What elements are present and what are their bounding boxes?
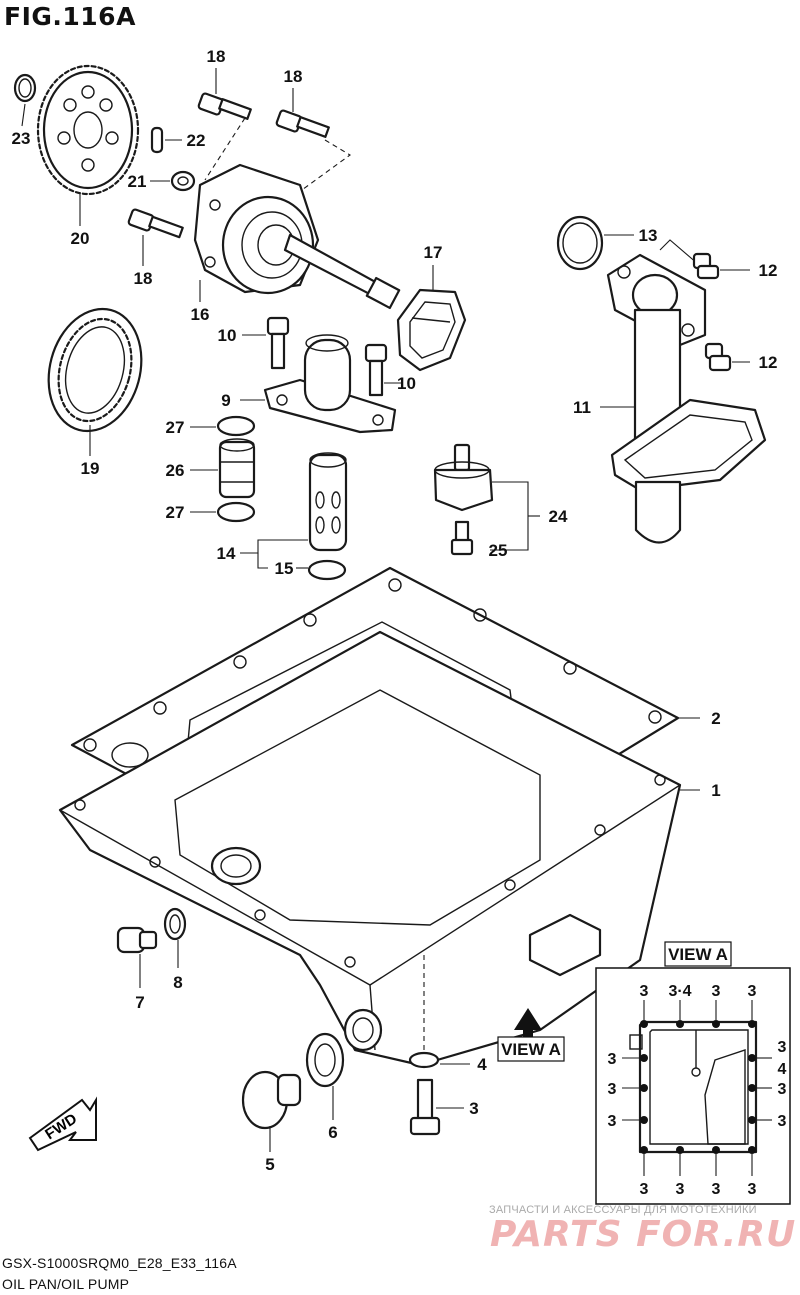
view-a-callout: 3 [608, 1113, 617, 1130]
view-a-callout: 3 [608, 1051, 617, 1068]
view-a-callout: 3 [748, 983, 757, 1000]
callout-18-a: 18 [207, 47, 226, 66]
callout-17: 17 [424, 243, 443, 262]
part-9-strainer-holder [263, 334, 397, 434]
view-a-inset [595, 941, 791, 1205]
part-18-bolt-b [275, 109, 330, 138]
callout-1: 1 [711, 781, 720, 800]
callout-25: 25 [489, 541, 508, 560]
part-12-bolt-b [704, 342, 732, 372]
callout-11: 11 [573, 398, 591, 417]
view-a-callout: 3 [778, 1081, 787, 1098]
part-18-bolt-a [197, 92, 252, 120]
part-12-bolt-a [692, 252, 720, 280]
view-a-label: VIEW A [501, 1040, 561, 1059]
callout-12-a: 12 [759, 261, 778, 280]
callout-6: 6 [328, 1123, 337, 1142]
view-a-inset-title: VIEW A [668, 945, 728, 964]
callout-19: 19 [81, 459, 100, 478]
part-8-gasket [163, 907, 187, 941]
view-a-callout: 3 [608, 1081, 617, 1098]
callout-23: 23 [12, 129, 31, 148]
part-6-drain-gasket [305, 1032, 345, 1088]
callout-9: 9 [221, 391, 230, 410]
part-17-oil-pump-gasket [396, 288, 467, 372]
part-1-oil-pan [58, 630, 682, 1067]
part-19-oil-pump-driven-gear [47, 307, 143, 433]
view-a-callout: 3·4 [668, 983, 691, 1000]
part-3-bolt [409, 1078, 441, 1136]
view-a-callout: 3 [712, 983, 721, 1000]
callout-15: 15 [275, 559, 294, 578]
part-26-sleeve [218, 438, 256, 499]
callout-20: 20 [71, 229, 90, 248]
view-a-callout: 3 [640, 983, 649, 1000]
callout-2: 2 [711, 709, 720, 728]
part-25-screw [450, 520, 474, 556]
part-22-dowel-pin [150, 126, 164, 154]
callout-18-c: 18 [134, 269, 153, 288]
part-10-bolt-b [364, 343, 388, 397]
callout-10-b: 10 [397, 374, 416, 393]
view-a-callout: 3 [778, 1039, 787, 1056]
callout-10-a: 10 [218, 326, 237, 345]
view-a-callout: 3 [778, 1113, 787, 1130]
view-a-label-box [497, 1036, 565, 1062]
callout-26: 26 [166, 461, 185, 480]
callout-27-b: 27 [166, 503, 185, 522]
callout-4: 4 [477, 1055, 487, 1074]
callout-16: 16 [191, 305, 210, 324]
view-a-callout: 4 [778, 1061, 787, 1078]
callout-8: 8 [173, 973, 182, 992]
model-code: GSX-S1000SRQM0_E28_E33_116A [2, 1255, 237, 1271]
part-27-o-ring-b [216, 501, 256, 523]
part-21-washer [170, 170, 196, 192]
part-15-o-ring [307, 559, 347, 581]
part-20-oil-pump-gear [36, 64, 140, 196]
part-16-oil-pump [193, 163, 401, 310]
view-a-arrow [514, 1008, 542, 1055]
part-7-plug [116, 926, 158, 954]
figure-title: FIG.116A [4, 2, 136, 31]
callout-18-b: 18 [284, 67, 303, 86]
part-11-oil-sump-pipe [606, 253, 767, 544]
view-a-callout: 3 [712, 1181, 721, 1198]
callout-27-a: 27 [166, 418, 185, 437]
callout-5: 5 [265, 1155, 274, 1174]
part-4-washer [408, 1051, 440, 1069]
fwd-arrow [28, 1096, 97, 1152]
part-14-oil-strainer [308, 452, 348, 552]
callout-13: 13 [639, 226, 658, 245]
part-18-bolt-c [127, 208, 184, 239]
watermark-tagline: ЗАПЧАСТИ И АКСЕССУАРЫ ДЛЯ МОТОТЕХНИКИ [489, 1204, 757, 1216]
callout-12-b: 12 [759, 353, 778, 372]
part-27-o-ring-a [216, 415, 256, 437]
view-a-callout: 3 [748, 1181, 757, 1198]
section-name: OIL PAN/OIL PUMP [2, 1276, 130, 1292]
watermark-brand: PARTS FOR.RU [490, 1214, 797, 1255]
callout-21: 21 [128, 172, 147, 191]
callout-24: 24 [549, 507, 568, 526]
part-10-bolt-a [266, 316, 290, 370]
callout-22: 22 [187, 131, 206, 150]
part-5-drain-plug [241, 1070, 302, 1130]
part-24-oil-pressure-switch [433, 443, 494, 512]
part-13-o-ring [556, 215, 604, 271]
view-a-callout: 3 [640, 1181, 649, 1198]
callout-3: 3 [469, 1099, 478, 1118]
callout-14: 14 [217, 544, 236, 563]
part-23-circlip [13, 73, 37, 103]
view-a-callout: 3 [676, 1181, 685, 1198]
callout-7: 7 [135, 993, 144, 1012]
